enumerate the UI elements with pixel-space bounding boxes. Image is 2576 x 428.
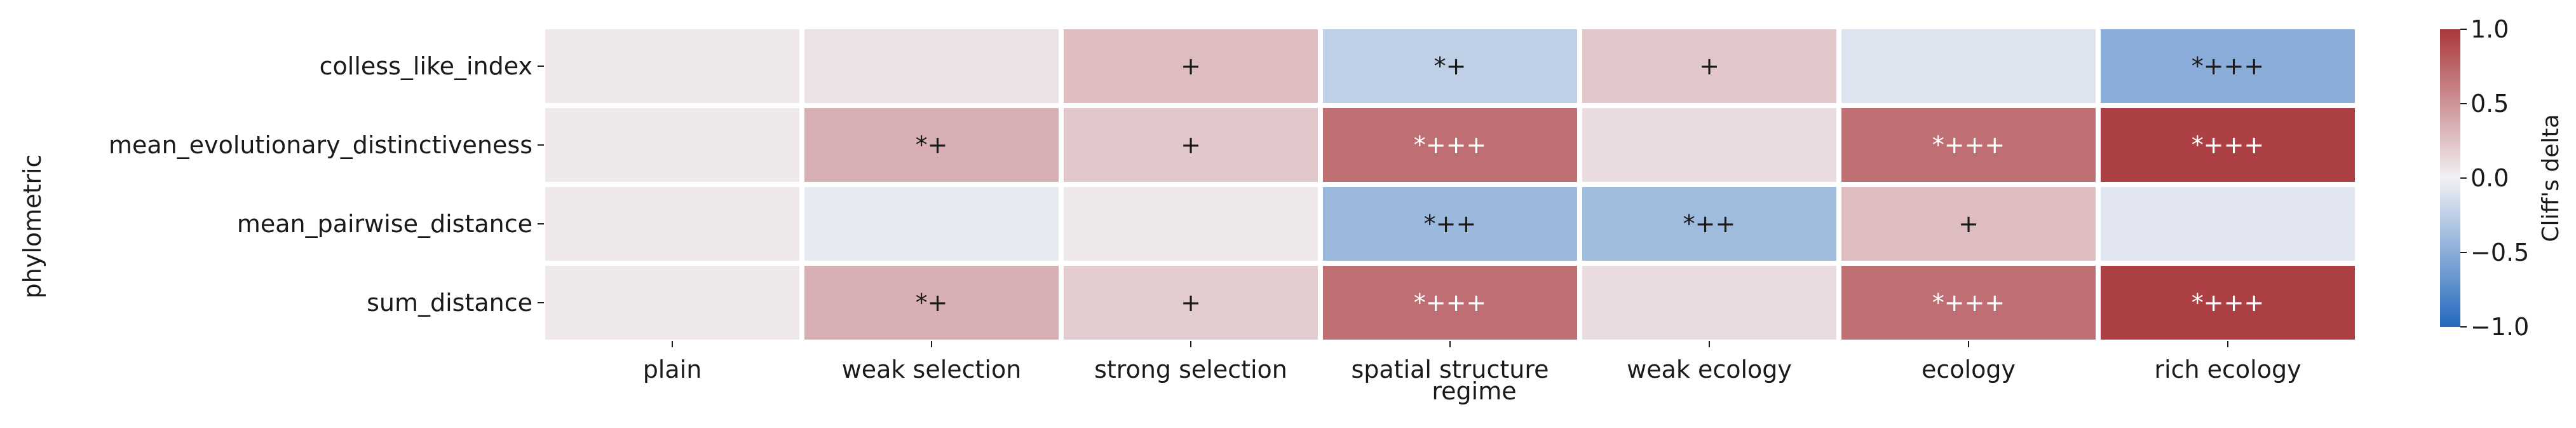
colorbar-tick-label: 0.0 (2471, 164, 2509, 192)
heatmap-cell (2101, 108, 2355, 182)
cell-annotation: *++ (1683, 210, 1736, 238)
colorbar: 1.0 0.5 0.0 −0.5 −1.0 (2440, 15, 2529, 341)
cell-annotation: + (1181, 131, 1201, 159)
heatmap-cell (1323, 108, 1577, 182)
x-tick-label: rich ecology (2154, 356, 2301, 383)
cell-annotation: *+++ (1414, 289, 1487, 317)
y-tick-label: sum_distance (367, 289, 532, 317)
cell-annotation: *+++ (2192, 131, 2265, 159)
heatmap-cell (1323, 266, 1577, 340)
colorbar-tick-label: −0.5 (2471, 238, 2529, 266)
heatmap-cell (1841, 266, 2096, 340)
cell-annotation: *+ (916, 131, 948, 159)
heatmap-cell (2101, 266, 2355, 340)
heatmap-cell (1582, 29, 1836, 103)
heatmap-cell (545, 108, 799, 182)
heatmap-cell (1064, 29, 1318, 103)
cell-annotations: +*++*+++*++*+++*+++*+++*++*+++*++*+++*++… (916, 52, 2265, 317)
x-tick-label: weak selection (842, 356, 1022, 383)
heatmap-cell (1064, 187, 1318, 261)
heatmap-cell (1582, 187, 1836, 261)
x-tick-label: plain (643, 356, 702, 383)
heatmap-cell (1841, 187, 2096, 261)
colorbar-gradient (2440, 29, 2460, 327)
heatmap-cell (804, 108, 1059, 182)
cell-annotation: *+++ (2192, 289, 2265, 317)
y-tick-label: colless_like_index (320, 52, 532, 80)
x-tick-label: strong selection (1094, 356, 1287, 383)
colorbar-tick-label: 1.0 (2471, 15, 2509, 43)
heatmap-cell (804, 29, 1059, 103)
heatmap-cell (1323, 29, 1577, 103)
colorbar-label: Cliff's delta (2538, 114, 2564, 242)
cell-annotation: *+++ (1414, 131, 1487, 159)
cell-annotation: *+ (916, 289, 948, 317)
cell-annotation: *++ (1424, 210, 1477, 238)
cell-annotation: + (1181, 52, 1201, 80)
x-tick-label: spatial structure (1351, 356, 1549, 383)
heatmap-cell (1582, 108, 1836, 182)
heatmap-cell (2101, 187, 2355, 261)
cell-annotation: + (1181, 289, 1201, 317)
x-tick-label: weak ecology (1627, 356, 1792, 383)
heatmap-cell (1323, 187, 1577, 261)
y-axis: colless_like_index mean_evolutionary_dist… (109, 52, 544, 317)
colorbar-tick-label: −1.0 (2471, 313, 2529, 341)
heatmap-cell (804, 266, 1059, 340)
cell-annotation: *+++ (2192, 52, 2265, 80)
heatmap-cell (1841, 29, 2096, 103)
colorbar-tick-label: 0.5 (2471, 90, 2509, 118)
y-axis-label: phylometric (18, 155, 46, 299)
cell-annotation: *+ (1434, 52, 1467, 80)
heatmap-cell (1064, 108, 1318, 182)
heatmap-cells (545, 29, 2355, 340)
heatmap-cell (545, 29, 799, 103)
heatmap-cell (804, 187, 1059, 261)
cell-annotation: *+++ (1932, 131, 2005, 159)
y-tick-label: mean_evolutionary_distinctiveness (109, 131, 532, 159)
heatmap-cell (2101, 29, 2355, 103)
x-tick-label: ecology (1922, 356, 2016, 383)
cell-annotation: + (1958, 210, 1979, 238)
x-axis-label: regime (1432, 377, 1516, 405)
heatmap-cell (545, 266, 799, 340)
x-axis: plain weak selection strong selection spati… (643, 341, 2301, 383)
heatmap-cell (545, 187, 799, 261)
cell-annotation: + (1699, 52, 1719, 80)
cell-annotation: *+++ (1932, 289, 2005, 317)
y-tick-label: mean_pairwise_distance (237, 210, 532, 238)
heatmap-cell (1064, 266, 1318, 340)
heatmap-cell (1841, 108, 2096, 182)
heatmap-cell (1582, 266, 1836, 340)
